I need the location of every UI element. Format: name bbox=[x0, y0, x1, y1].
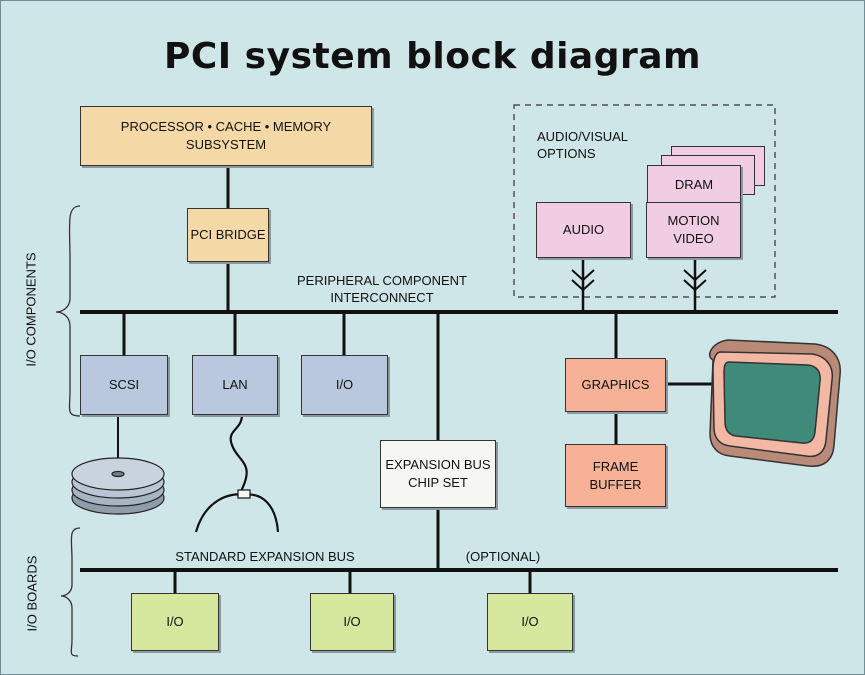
scsi-box: SCSI bbox=[80, 355, 168, 415]
av-options-group-outline bbox=[513, 104, 776, 298]
frame-buffer-box: FRAME BUFFER bbox=[565, 444, 666, 507]
pci-bus-label: PERIPHERAL COMPONENT INTERCONNECT bbox=[297, 273, 467, 305]
av-options-label: AUDIO/VISUAL OPTIONS bbox=[537, 129, 628, 161]
audio-box: AUDIO bbox=[536, 202, 631, 258]
motion-video-box: MOTION VIDEO bbox=[646, 202, 741, 258]
io-board-2-box: I/O bbox=[310, 593, 394, 651]
audio-connector-icon bbox=[571, 269, 595, 292]
monitor-icon bbox=[708, 339, 841, 468]
io-boards-brace bbox=[60, 527, 81, 657]
io-component-box: I/O bbox=[301, 355, 388, 415]
graphics-box: GRAPHICS bbox=[565, 358, 666, 412]
io-boards-label: I/O BOARDS bbox=[24, 555, 40, 632]
io-components-label: I/O COMPONENTS bbox=[23, 252, 39, 367]
io-board-1-box: I/O bbox=[131, 593, 219, 651]
dram-box: DRAM bbox=[647, 165, 741, 205]
lan-box: LAN bbox=[192, 355, 278, 415]
lan-cable-icon bbox=[194, 414, 280, 533]
io-components-brace bbox=[55, 205, 81, 417]
io-board-3-box: I/O bbox=[487, 593, 573, 651]
expansion-chipset-box: EXPANSION BUS CHIP SET bbox=[380, 440, 496, 508]
optional-label: (OPTIONAL) bbox=[465, 549, 541, 564]
disk-stack-icon bbox=[71, 457, 165, 515]
diagram-title: PCI system block diagram bbox=[163, 36, 702, 77]
standard-bus-label: STANDARD EXPANSION BUS bbox=[175, 549, 355, 564]
pci-bridge-box: PCI BRIDGE bbox=[187, 208, 269, 262]
processor-subsystem-box: PROCESSOR • CACHE • MEMORY SUBSYSTEM bbox=[80, 106, 372, 166]
video-connector-icon bbox=[683, 269, 707, 292]
